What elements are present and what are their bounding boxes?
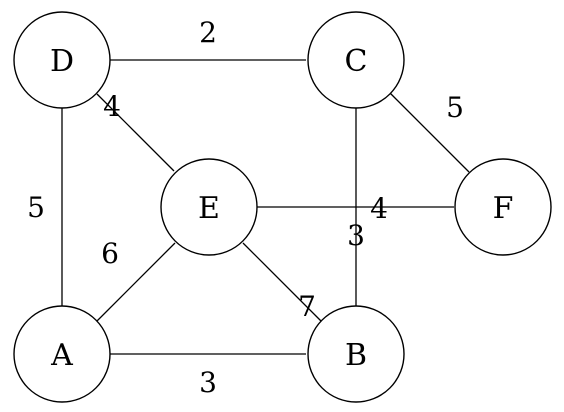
node-c-label: C (345, 44, 368, 79)
node-a-circle (13, 305, 111, 403)
node-d: D (13, 11, 111, 109)
node-e-label: E (198, 191, 220, 226)
edge-d-e (96, 93, 175, 172)
node-a: A (13, 305, 111, 403)
weight-a-b: 3 (199, 366, 217, 399)
node-d-circle (13, 11, 111, 109)
weight-d-a: 5 (27, 191, 45, 224)
weight-c-f: 5 (446, 91, 464, 124)
weight-e-f: 4 (370, 192, 388, 225)
node-b-circle (307, 305, 405, 403)
node-e: E (160, 158, 258, 256)
edges (61, 59, 470, 355)
weight-a-e: 6 (101, 237, 119, 270)
node-f: F (454, 158, 552, 256)
node-c: C (307, 11, 405, 109)
edge-weights: 2 4 5 6 3 7 4 3 5 (27, 16, 464, 399)
weight-d-c: 2 (199, 16, 217, 49)
node-c-circle (307, 11, 405, 109)
edge-a-e (96, 242, 176, 322)
node-b: B (307, 305, 405, 403)
node-f-circle (454, 158, 552, 256)
weight-c-b: 3 (347, 219, 365, 252)
edge-e-b (242, 242, 322, 322)
node-d-label: D (50, 44, 74, 79)
node-a-label: A (50, 338, 73, 373)
edge-c-f (389, 92, 470, 173)
weight-e-b: 7 (298, 290, 316, 323)
node-e-circle (160, 158, 258, 256)
node-b-label: B (345, 338, 367, 373)
weight-d-e: 4 (103, 90, 121, 123)
node-f-label: F (493, 191, 514, 226)
